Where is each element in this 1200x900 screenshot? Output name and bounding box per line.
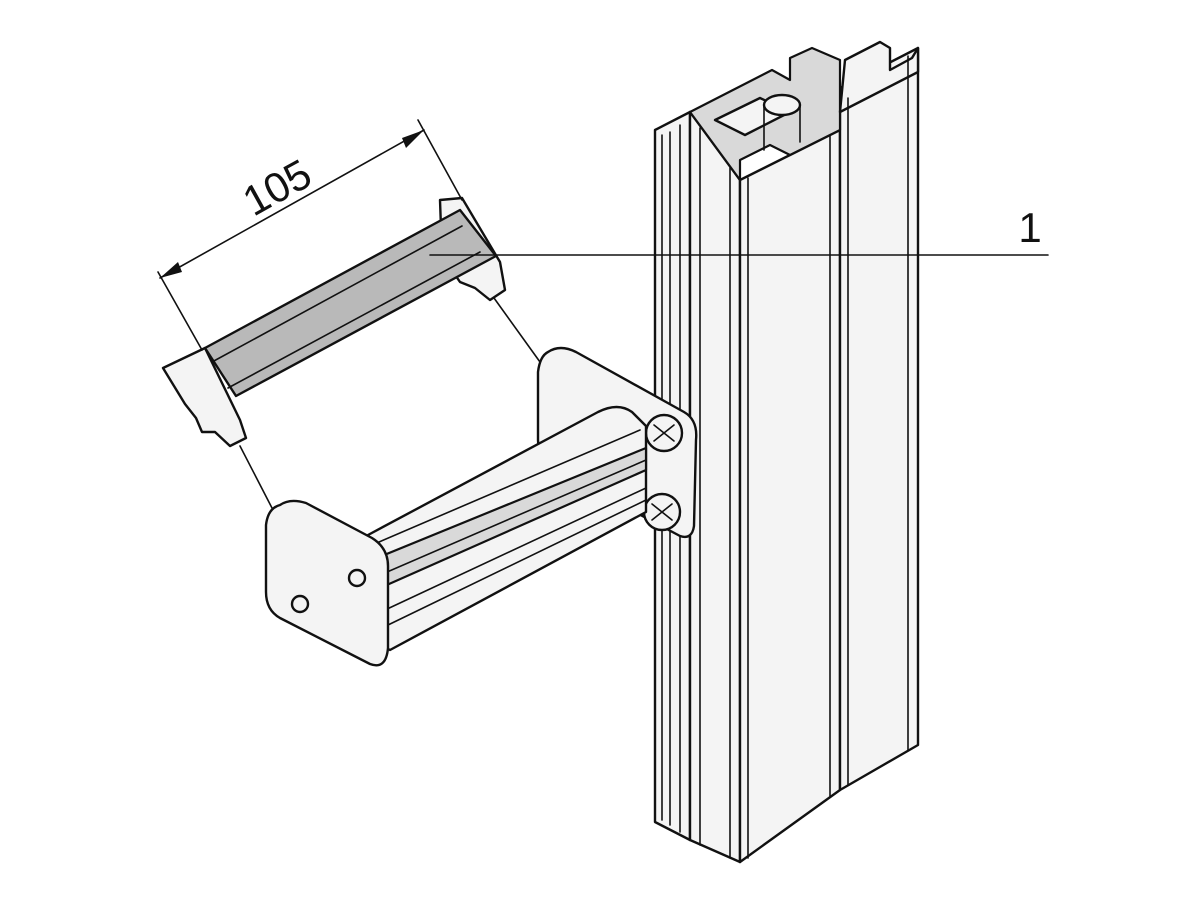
callout-1: 1 [429,204,1049,256]
rivet-icon [347,568,367,588]
screw-icon [642,492,682,532]
aluminium-profile [653,40,920,864]
rivet-icon [290,594,310,614]
dimension-label: 105 [235,150,319,225]
screw-icon [644,413,684,453]
callout-label: 1 [1018,204,1041,251]
mounting-bracket [264,346,698,667]
cover-strip [161,196,541,509]
